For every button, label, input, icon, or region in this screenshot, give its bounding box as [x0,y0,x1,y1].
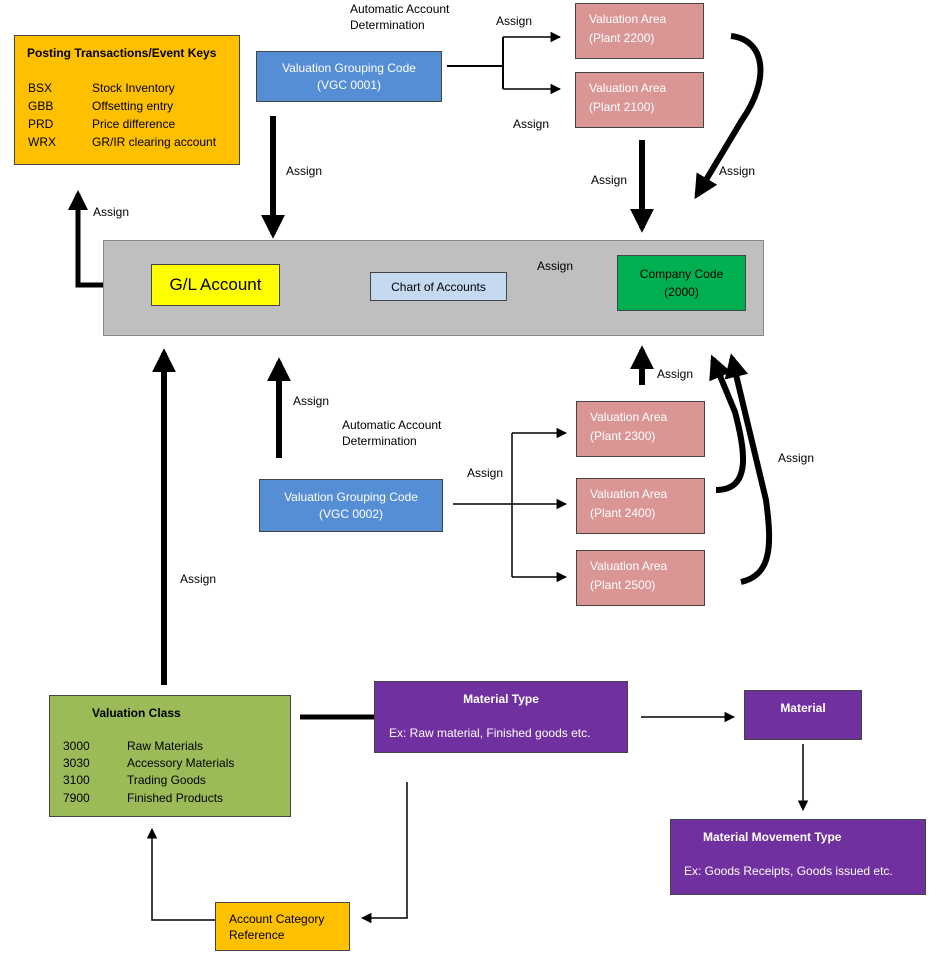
automatic-account-determination-top: Automatic Account Determination [350,1,449,33]
valuation-area-plant-2500: Valuation Area (Plant 2500) [576,550,705,606]
vgc1-fork-line [447,37,504,89]
posting-box-title: Posting Transactions/Event Keys [27,46,217,60]
acr-line: Account Category [229,912,325,926]
material-type-box: Material Type Ex: Raw material, Finished… [374,681,628,753]
assign-label: Assign [657,367,694,381]
valuation-class-box: Valuation Class 3000 Raw Materials 3030 Ac… [49,695,291,817]
assign-label: Assign [537,259,574,273]
movement-type-title: Material Movement Type [703,830,842,844]
company-code-value: (2000) [664,285,699,299]
assign-label: Assign [93,205,130,219]
vgc-code: (VGC 0001) [316,77,382,92]
arrow-va2500-to-company [724,353,773,585]
posting-row: GBB Offsetting entry [28,99,173,113]
arrow-va2200-to-company [694,33,764,200]
vgc-code: (VGC 0002) [318,506,384,521]
event-key-desc: Offsetting entry [92,99,174,113]
vgc-label: Valuation Grouping Code [282,60,416,75]
arrow-va2400-to-company [709,354,747,493]
valuation-grouping-code-0002: Valuation Grouping Code (VGC 0002) [259,479,443,532]
valuation-area-plant-2400: Valuation Area (Plant 2400) [576,478,705,534]
valuation-area-plant: (Plant 2400) [590,506,656,520]
valuation-area-plant-2300: Valuation Area (Plant 2300) [576,401,705,457]
valuation-class-code: 3000 [63,739,90,753]
assign-label: Assign [467,466,504,480]
valuation-area-plant: (Plant 2100) [589,100,655,114]
movement-type-example: Ex: Goods Receipts, Goods issued etc. [684,864,893,878]
assign-label: Assign [719,164,756,178]
valuation-class-title: Valuation Class [92,706,181,720]
material-box: Material [744,690,862,740]
arrow-mattype-to-acr [360,782,408,924]
valuation-area-plant: (Plant 2500) [590,578,656,592]
arrow-acr-to-valclass [146,827,215,921]
acr-line: Reference [229,928,285,942]
valuation-class-desc: Finished Products [127,791,224,805]
aad-line: Determination [350,18,425,32]
event-key-code: WRX [28,135,56,149]
chart-of-accounts-box: Chart of Accounts [370,272,507,301]
material-type-title: Material Type [463,692,539,706]
valuation-area-label: Valuation Area [590,410,668,424]
automatic-account-determination-bottom: Automatic Account Determination [342,417,441,449]
valuation-area-plant-2100: Valuation Area (Plant 2100) [575,72,704,128]
valuation-grouping-code-0001: Valuation Grouping Code (VGC 0001) [256,51,442,102]
event-key-code: GBB [28,99,54,113]
material-title: Material [780,701,826,715]
gl-account-box: G/L Account [151,264,280,306]
valuation-class-code: 3030 [63,756,90,770]
aad-line: Determination [342,434,417,448]
valuation-area-plant: (Plant 2200) [589,31,655,45]
assign-label: Assign [591,173,628,187]
valuation-class-row: 7900 Finished Products [63,791,223,805]
aad-line: Automatic Account [342,418,442,432]
material-type-example: Ex: Raw material, Finished goods etc. [389,726,591,740]
posting-transactions-box: Posting Transactions/Event Keys BSX Stock… [14,35,240,165]
valuation-class-row: 3030 Accessory Materials [63,756,234,770]
event-key-desc: GR/IR clearing account [92,135,217,149]
event-key-desc: Price difference [92,117,176,131]
valuation-class-desc: Raw Materials [127,739,204,753]
valuation-class-row: 3100 Trading Goods [63,773,206,787]
posting-row: PRD Price difference [28,117,175,131]
assign-label: Assign [293,394,330,408]
valuation-class-desc: Accessory Materials [127,756,235,770]
account-category-reference-box: Account Category Reference [215,902,350,951]
company-code-label: Company Code [639,267,724,281]
vgc-label: Valuation Grouping Code [284,489,418,504]
event-key-code: BSX [28,81,53,95]
valuation-area-label: Valuation Area [589,12,667,26]
assign-label: Assign [180,572,217,586]
event-key-desc: Stock Inventory [92,81,175,95]
assign-label: Assign [513,117,550,131]
posting-row: BSX Stock Inventory [28,81,175,95]
posting-row: WRX GR/IR clearing account [28,135,216,149]
assign-label: Assign [286,164,323,178]
valuation-area-label: Valuation Area [590,559,668,573]
valuation-class-desc: Trading Goods [127,773,206,787]
company-code-box: Company Code (2000) [617,255,746,311]
valuation-area-plant: (Plant 2300) [590,429,656,443]
material-movement-type-box: Material Movement Type Ex: Goods Receipt… [670,819,926,895]
valuation-area-label: Valuation Area [590,487,668,501]
vgc2-fork-line [453,433,513,577]
valuation-class-row: 3000 Raw Materials [63,739,203,753]
valuation-area-label: Valuation Area [589,81,667,95]
assign-label: Assign [496,14,533,28]
event-key-code: PRD [28,117,54,131]
aad-line: Automatic Account [350,2,450,16]
valuation-class-code: 3100 [63,773,90,787]
valuation-class-code: 7900 [63,791,90,805]
assign-label: Assign [778,451,815,465]
valuation-area-plant-2200: Valuation Area (Plant 2200) [575,3,704,59]
